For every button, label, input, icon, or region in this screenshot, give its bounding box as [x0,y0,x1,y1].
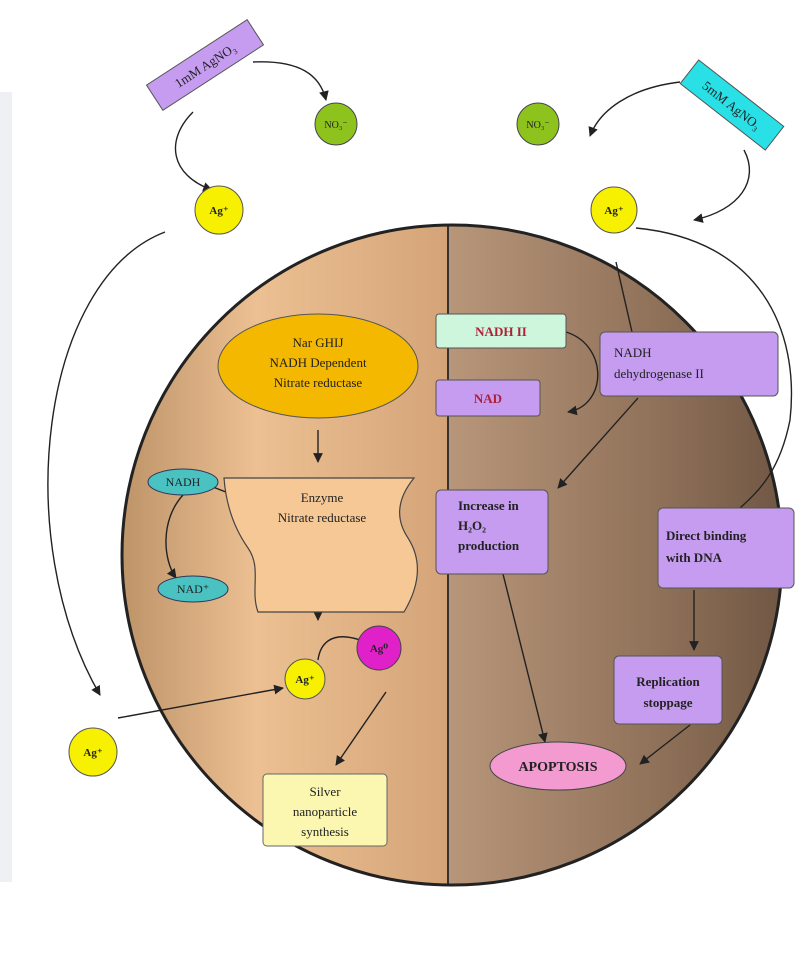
replication-line2: stoppage [643,695,692,710]
nad-plus-label: NAD⁺ [177,582,209,596]
arrow-dehydrogenase-to-h2o2 [557,397,639,489]
agno3-1mm-box: 1mM AgNO₃ [145,19,265,111]
ag0-node: Ag⁰ [356,625,402,671]
ag-inside-label: Ag⁺ [295,674,314,686]
dna-line1: Direct binding [666,528,747,543]
enzyme-shape: Enzyme Nitrate reductase [223,477,418,613]
silver-line2: nanoparticle [293,804,357,819]
nad-plus-ellipse: NAD⁺ [157,575,229,603]
replication-line1: Replication [636,674,700,689]
ag0-label: Ag⁰ [370,643,388,655]
ag-inside-node: Ag⁺ [284,658,326,700]
arrow-agno3-to-no3-left [252,61,329,101]
dna-binding-box: Direct binding with DNA [657,507,795,589]
nadh-ii-label: NADH II [475,324,527,339]
agno3-5mm-box: 5mM AgNO₃ [679,59,785,151]
arrow-agno3-to-ag-right [693,149,750,223]
no3-right-node: NO₃⁻ [516,102,560,146]
arrow-replication-to-apoptosis [639,724,691,765]
ag-outside-bottom-node: Ag⁺ [68,727,118,777]
nadh-ellipse: NADH [147,468,219,496]
ag-top-right-label: Ag⁺ [604,205,623,217]
nar-line2: NADH Dependent [269,355,367,370]
h2o2-line2: H₂O₂ [458,518,486,533]
arrow-ag-right-to-dna [635,227,793,509]
nad-box: NAD [435,379,541,417]
arrow-agno3-to-no3-right [588,81,681,137]
ag-top-right-node: Ag⁺ [590,186,638,234]
no3-left-node: NO₃⁻ [314,102,358,146]
no3-right-label: NO₃⁻ [526,120,549,131]
h2o2-box: Increase in H₂O₂ production [435,489,549,575]
enzyme-line1: Enzyme [301,490,344,505]
nad-label: NAD [474,391,502,406]
left-side-panel [0,92,12,882]
h2o2-line1: Increase in [458,498,520,513]
arrow-nadh-to-nad-plus [165,494,184,579]
arrow-h2o2-to-apoptosis [502,573,548,743]
arrow-agno3-to-ag-left [174,111,213,192]
nadh-ii-box: NADH II [435,313,567,349]
nar-ghij-ellipse: Nar GHIJ NADH Dependent Nitrate reductas… [217,313,419,419]
apoptosis-label: APOPTOSIS [518,760,597,775]
replication-box: Replication stoppage [613,655,723,725]
no3-left-label: NO₃⁻ [324,120,347,131]
arrow-ag-outer-left [47,231,166,696]
dehyd-line2: dehydrogenase II [614,366,704,381]
nadh-label: NADH [166,475,201,489]
silver-line3: synthesis [301,824,349,839]
arrow-ag-outside-to-inside [117,684,284,719]
dna-line2: with DNA [666,550,723,565]
silver-line1: Silver [309,784,341,799]
line-membrane-to-dehydrogenase [615,261,633,333]
dehyd-line1: NADH [614,345,652,360]
nadh-dehydrogenase-box: NADH dehydrogenase II [599,331,779,397]
ag-top-left-node: Ag⁺ [194,185,244,235]
arrow-to-silver-synthesis [335,691,387,766]
arrow-agplus-to-ag0 [317,636,361,661]
nar-line1: Nar GHIJ [293,335,344,350]
apoptosis-ellipse: APOPTOSIS [489,741,627,791]
ag-top-left-label: Ag⁺ [209,205,228,217]
arrow-nadh2-to-nad [565,331,599,416]
nar-line3: Nitrate reductase [274,375,363,390]
silver-synthesis-box: Silver nanoparticle synthesis [262,773,388,847]
ag-outside-bottom-label: Ag⁺ [83,747,102,759]
enzyme-line2: Nitrate reductase [278,510,367,525]
h2o2-line3: production [458,538,520,553]
